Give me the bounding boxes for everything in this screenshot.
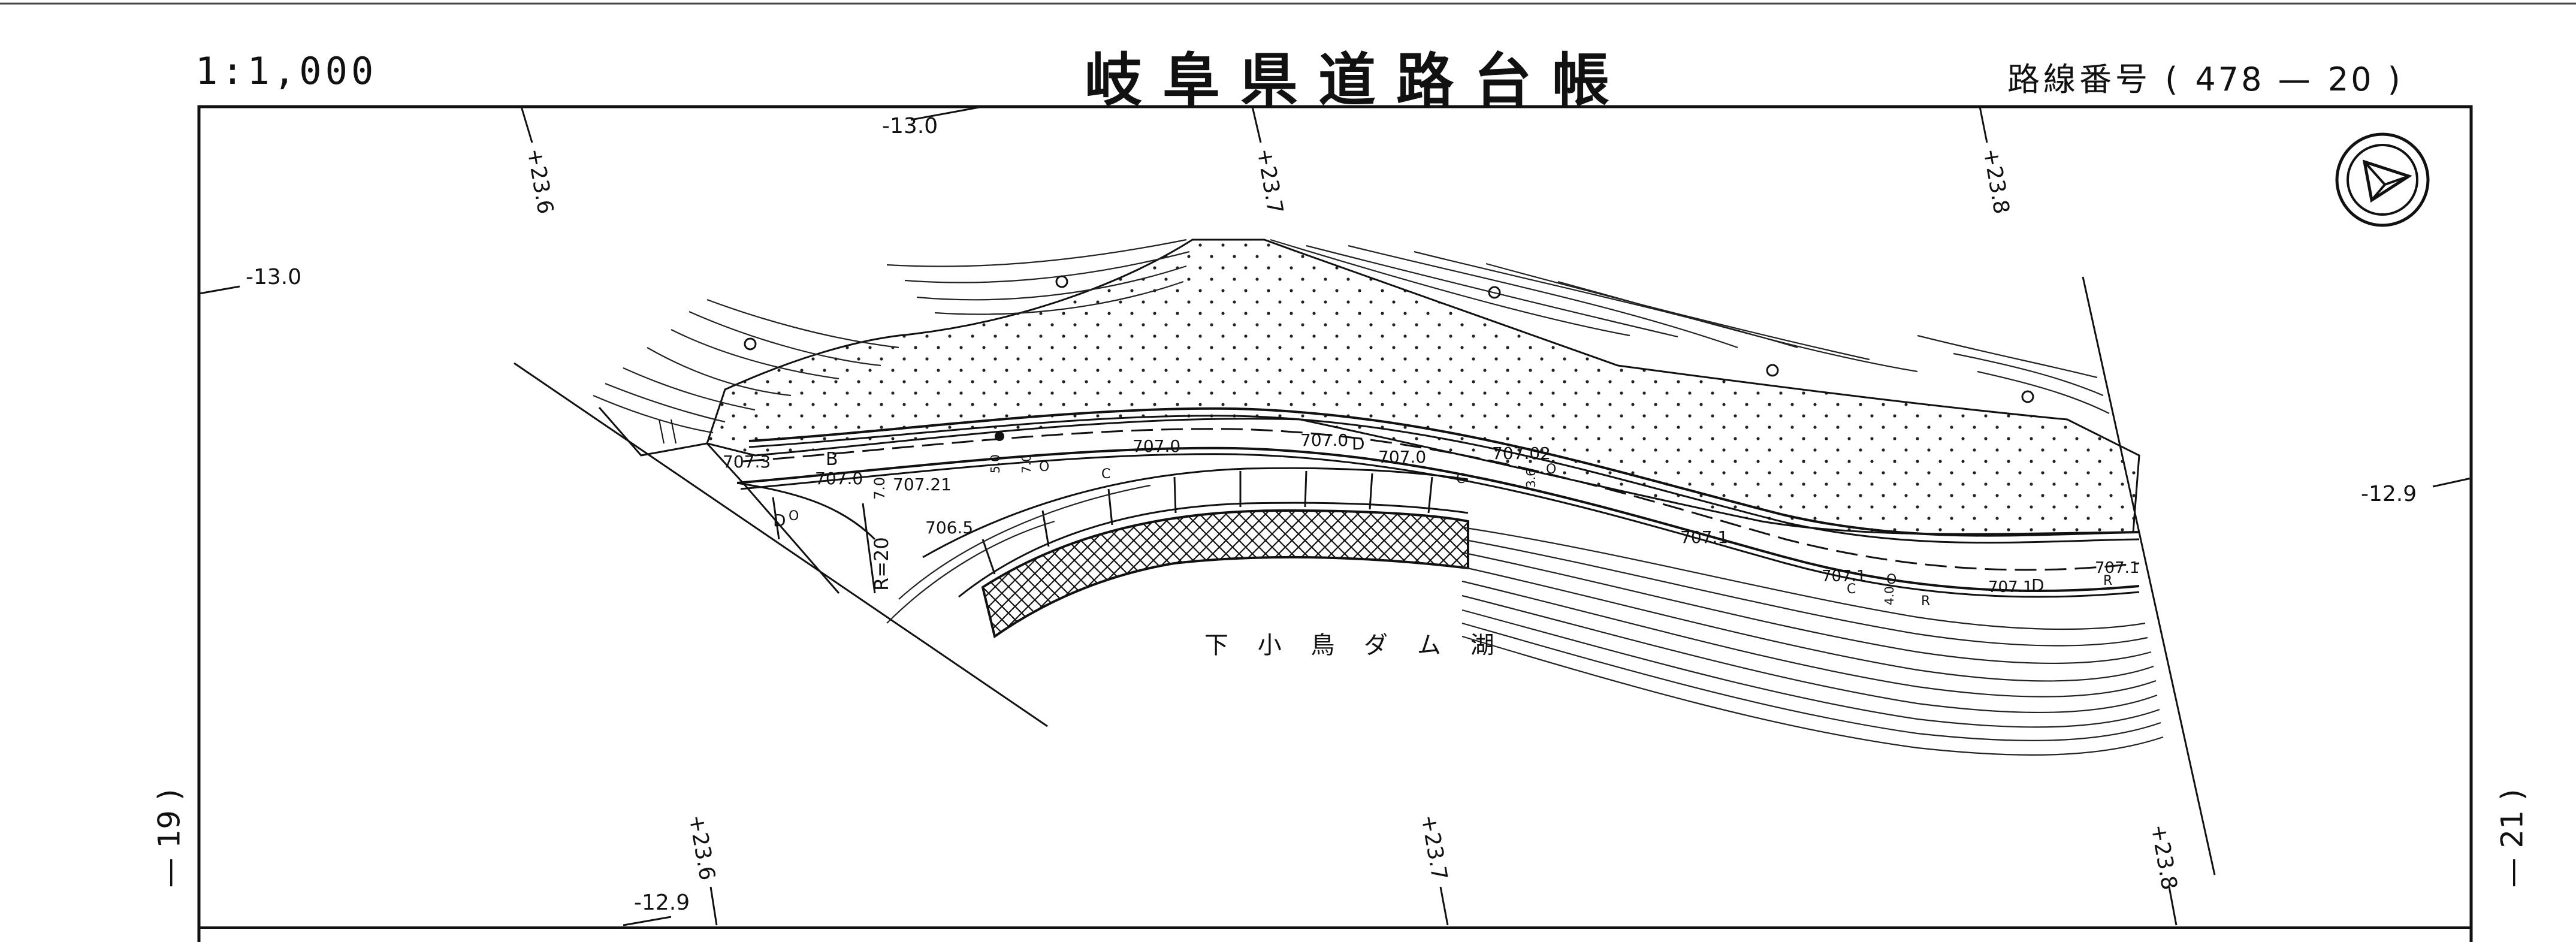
dimension-label: 7.0: [1019, 454, 1034, 473]
point-code: D: [2031, 575, 2045, 595]
point-code: O: [1546, 462, 1556, 477]
point-code: R: [2103, 573, 2112, 588]
route-number-block: 路線番号 ( 478 — 20 ): [2007, 53, 2404, 100]
road-edges: [736, 407, 2140, 598]
point-code: C: [1847, 582, 1856, 597]
route-section-number: 20: [2327, 61, 2374, 98]
survey-marks: [744, 275, 2034, 403]
elevation-label: 707.1: [1988, 578, 2033, 596]
point-code: O: [1886, 572, 1896, 587]
dimension-label: 3.6: [1524, 469, 1538, 488]
sheet-cut-line-right: [2082, 276, 2216, 875]
crosshatched-retaining-wall: [981, 509, 1469, 639]
grid-label-y-right: -12.9: [2361, 482, 2417, 506]
point-code: C: [1101, 467, 1110, 482]
junction-details: [598, 407, 876, 594]
elevation-label: 707.1: [2095, 559, 2139, 577]
grid-label-x-top-1: +23.6: [522, 146, 558, 216]
point-code: O: [789, 509, 799, 524]
lake-name-label: 下 小 鳥 ダ ム 湖: [1204, 632, 1505, 659]
lake-shore-contours: [886, 484, 2164, 756]
elevation-label: 707.21: [893, 475, 952, 494]
elevation-label: 707.1: [1680, 527, 1728, 547]
route-number: 478: [2195, 61, 2264, 98]
elevation-label: 707.0: [815, 469, 863, 488]
sheet-cut-line-left: [514, 362, 1048, 727]
elevation-label: 707.02: [1492, 443, 1551, 463]
route-open-paren: (: [2165, 61, 2182, 98]
upper-contours: [593, 238, 2110, 434]
grid-label-x-top-2: +23.7: [1252, 146, 1288, 216]
marker-point: [995, 431, 1004, 441]
grid-label-y-bottom: -12.9: [634, 890, 690, 915]
grid-label-x-bottom-2: +23.7: [1416, 813, 1452, 882]
route-close-paren: ): [2387, 61, 2404, 98]
elevation-label: 707.1: [1822, 567, 1866, 585]
parapet-segments: [922, 467, 1469, 598]
north-arrow-icon: [2335, 132, 2430, 227]
route-number-label: 路線番号: [2007, 61, 2151, 98]
grid-label-x-bottom-1: +23.6: [684, 813, 720, 882]
point-code: B: [826, 449, 838, 470]
point-code: D: [773, 511, 786, 530]
point-code: D: [1352, 434, 1365, 454]
elevation-label: 707.3: [723, 452, 771, 472]
radius-label: R=20: [870, 537, 893, 591]
elevation-label: 707.0: [1378, 447, 1426, 467]
grid-label-y-top: -13.0: [882, 114, 938, 138]
grid-label-x-top-3: +23.8: [1978, 146, 2014, 216]
point-code: O: [1039, 460, 1049, 475]
grid-label-x-bottom-3: +23.8: [2146, 822, 2182, 892]
map-scale: 1:1,000: [195, 49, 378, 93]
grid-label-y-left: -13.0: [246, 265, 301, 289]
route-dash: —: [2278, 61, 2314, 98]
page-title: 岐阜県道路台帳: [1085, 46, 1630, 114]
width-label: 7.0: [871, 477, 888, 500]
dimension-label: 5.0: [988, 454, 1002, 473]
elevation-label: 707.0: [1300, 430, 1348, 450]
map-frame: [197, 105, 2473, 942]
point-code: R: [1921, 594, 1930, 609]
elevation-label: 706.5: [925, 518, 973, 538]
point-code: C: [1456, 472, 1465, 487]
dimension-label: 4.0: [1882, 586, 1896, 605]
elevation-label: 707.0: [1133, 436, 1180, 456]
grid-ticks: [198, 105, 2472, 926]
